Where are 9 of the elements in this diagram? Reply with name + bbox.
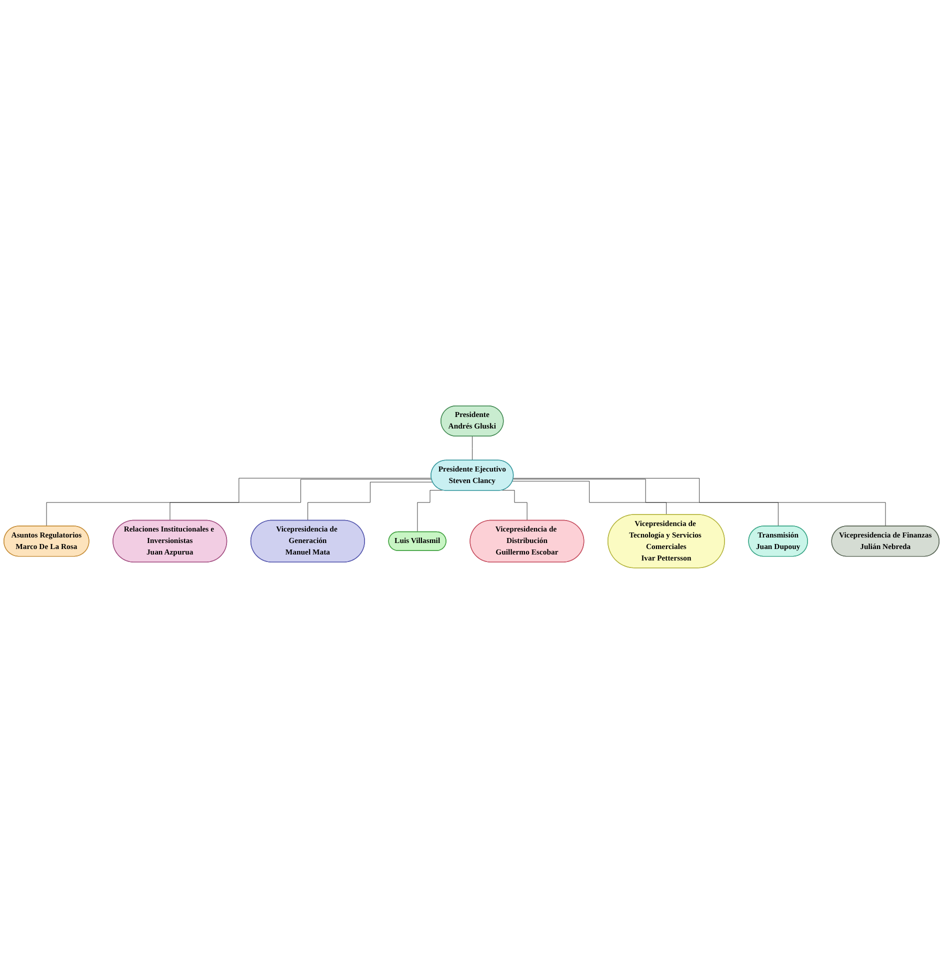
connector <box>170 478 432 520</box>
connector <box>46 478 432 526</box>
connector <box>512 478 779 526</box>
connector <box>472 436 473 460</box>
connector <box>512 480 667 515</box>
connector <box>502 490 528 520</box>
connector <box>513 478 886 526</box>
connector <box>308 482 433 520</box>
connector <box>417 490 443 532</box>
